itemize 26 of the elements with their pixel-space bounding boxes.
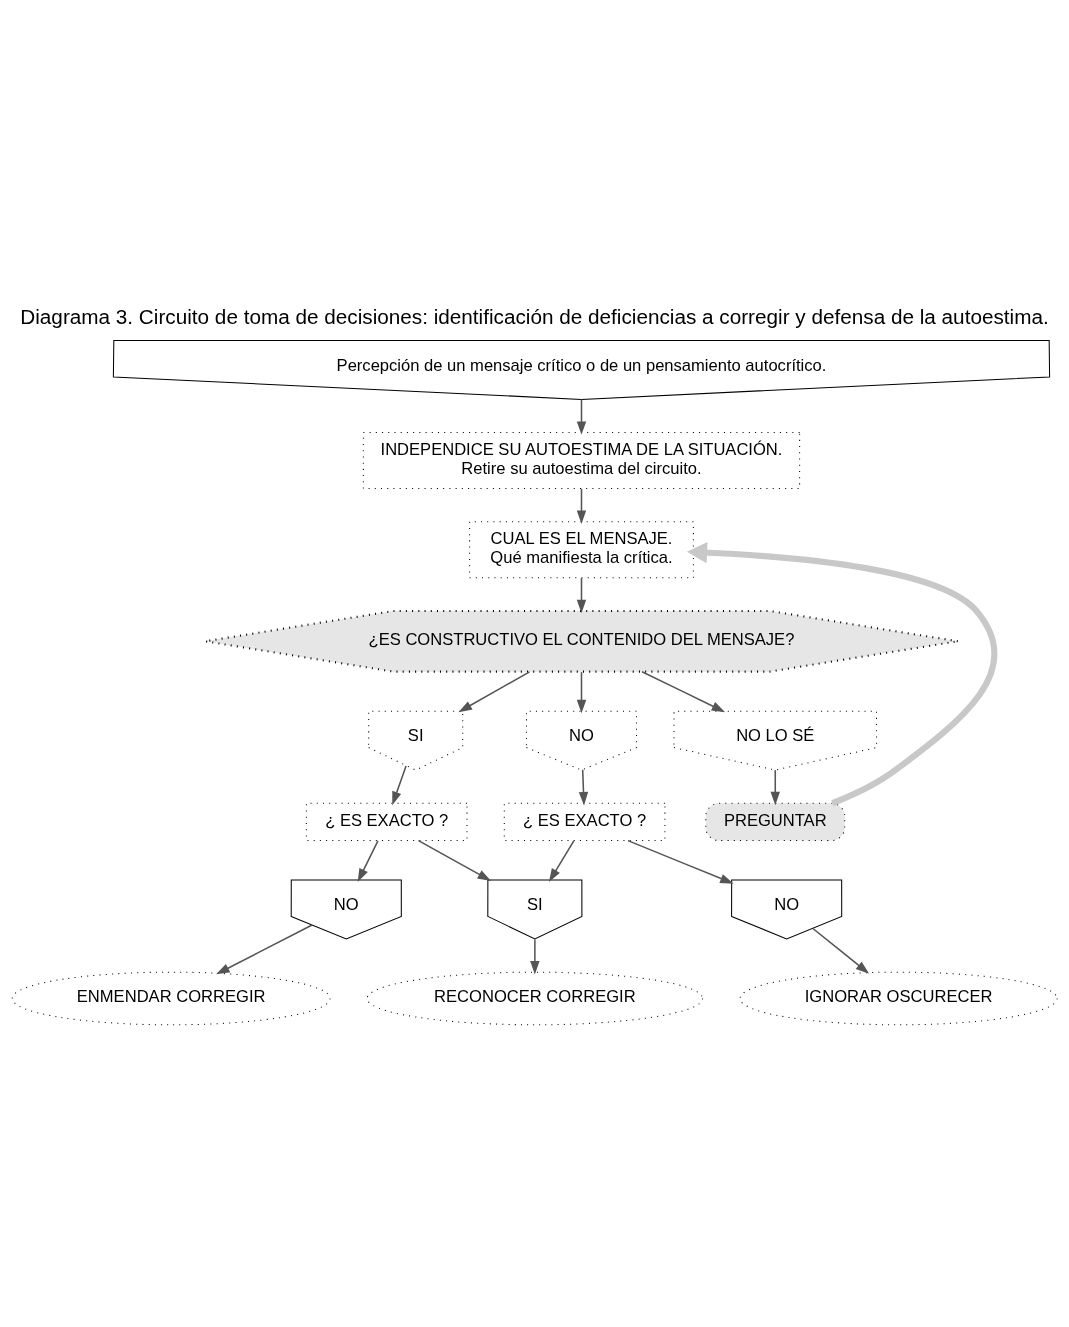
node-ellipse: IGNORAR OSCURECER [739,971,1058,1025]
arrow [530,938,540,974]
node-box: ¿ ES EXACTO ? [503,802,666,841]
arrow [576,487,587,524]
arrow [576,576,587,613]
arrow [576,398,587,435]
node-box: CUAL ES EL MENSAJE. Qué manifiesta la crítica. [469,520,694,578]
arrow [458,670,531,712]
arrow [770,768,780,805]
arrow [576,670,587,713]
node-ellipse: RECONOCER CORREGIR [366,971,704,1025]
arrow [417,839,492,881]
arrow [357,839,379,882]
arrow [578,768,589,805]
arrow [548,839,575,882]
arrow [216,923,313,974]
diagram-title: Diagrama 3. Circuito de toma de decisiones: identificación de deficiencias a corregir y defensa de la autoestima. [20,304,1049,328]
node-ellipse: ENMENDAR CORREGIR [11,971,331,1025]
arrow [686,541,998,806]
arrow [627,839,734,884]
arrow [812,927,870,974]
node-box: INDEPENDICE SU AUTOESTIMA DE LA SITUACIÓN. Retire su autoestima del circuito. [362,431,801,489]
arrow [392,764,407,805]
arrow [641,670,726,712]
node-box: ¿ ES EXACTO ? [305,802,468,841]
node-box: PREGUNTAR [705,802,846,841]
